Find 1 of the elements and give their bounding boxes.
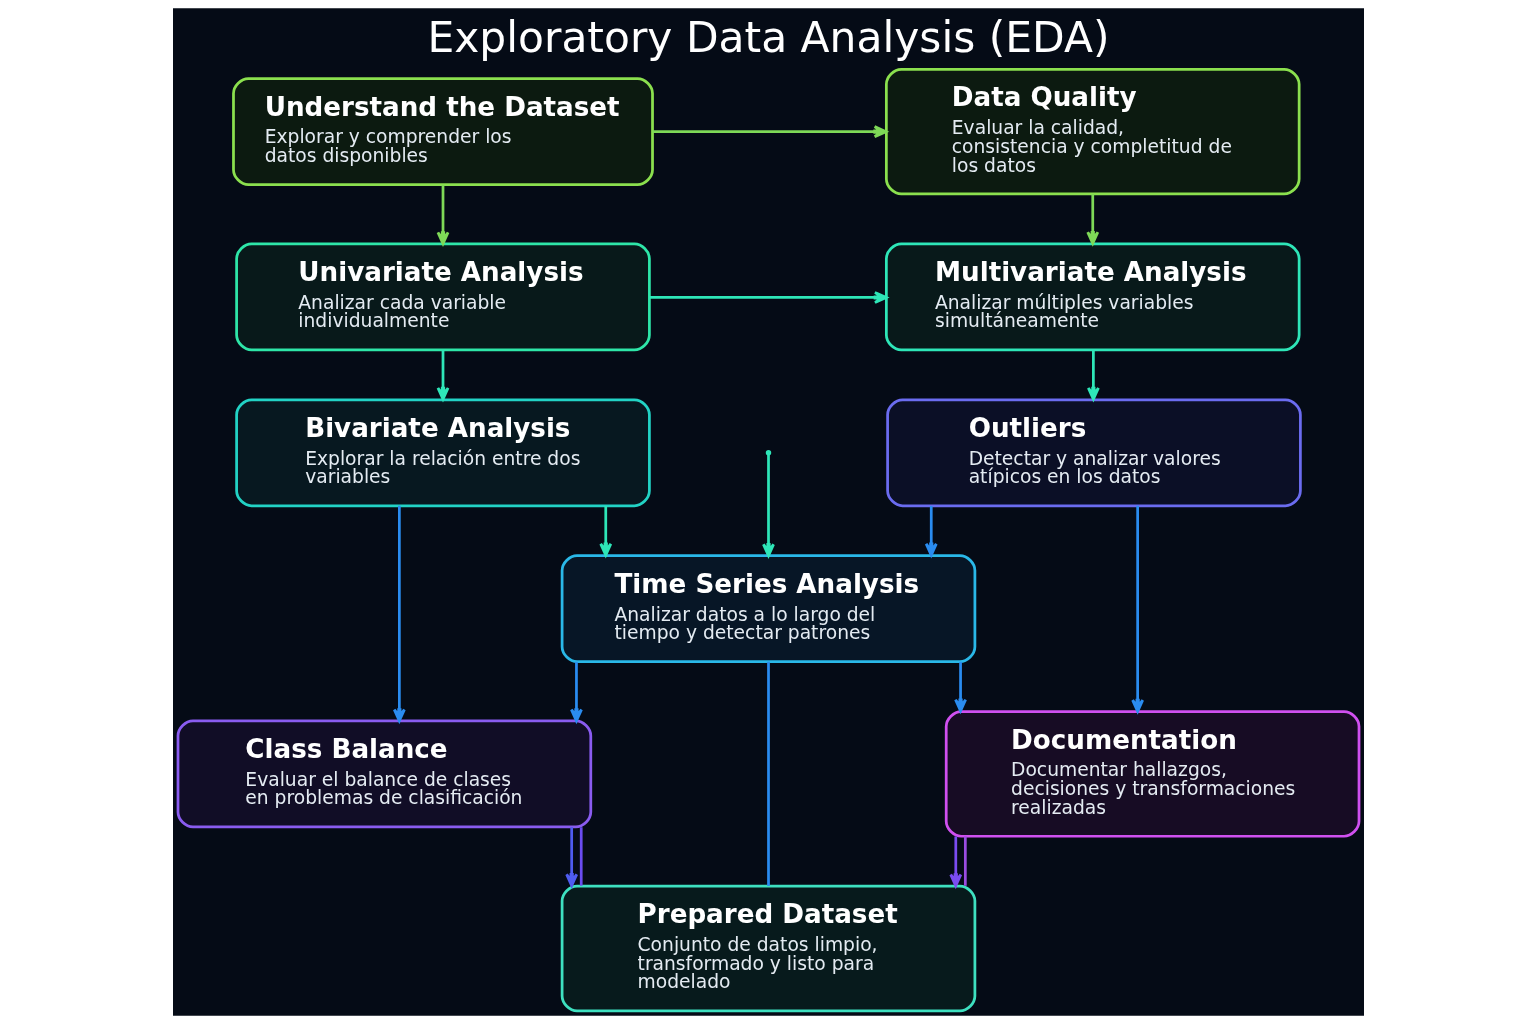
diagram-title: Exploratory Data Analysis (EDA) <box>426 13 1110 63</box>
